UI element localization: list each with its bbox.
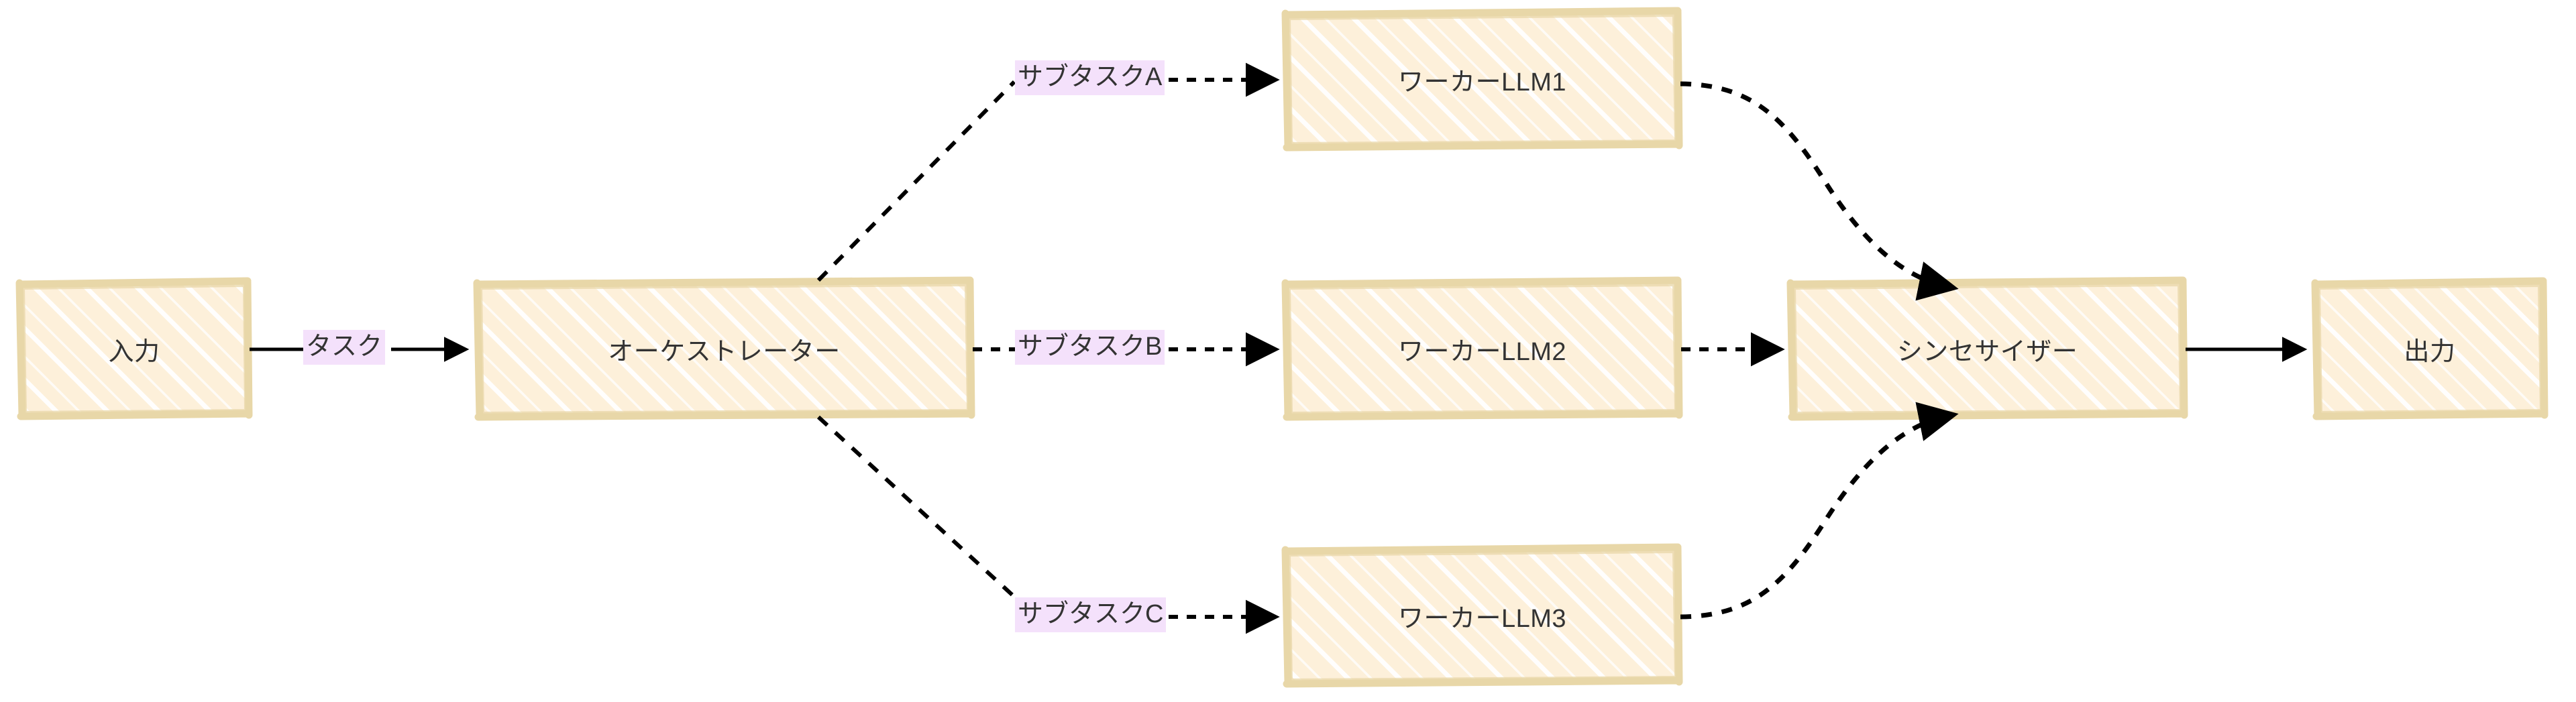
edge-orchestrator-to-worker1 — [816, 62, 1280, 282]
node-worker-llm3[interactable] — [1281, 543, 1683, 688]
node-input[interactable] — [15, 277, 253, 420]
edge-label-task: タスク — [303, 330, 386, 365]
edge-worker3-to-synthesizer — [1680, 402, 1959, 620]
node-worker-llm2[interactable] — [1281, 276, 1683, 421]
edge-label-subtask-c: サブタスクC — [1015, 597, 1167, 632]
node-worker-llm1[interactable] — [1281, 7, 1683, 152]
edge-label-subtask-b: サブタスクB — [1015, 330, 1165, 365]
node-orchestrator[interactable] — [473, 276, 975, 421]
edge-label-subtask-a: サブタスクA — [1015, 60, 1165, 95]
node-output[interactable] — [2311, 277, 2548, 420]
edge-orchestrator-to-worker3 — [816, 415, 1280, 634]
node-synthesizer[interactable] — [1786, 276, 2188, 421]
edge-worker1-to-synthesizer — [1680, 81, 1959, 301]
